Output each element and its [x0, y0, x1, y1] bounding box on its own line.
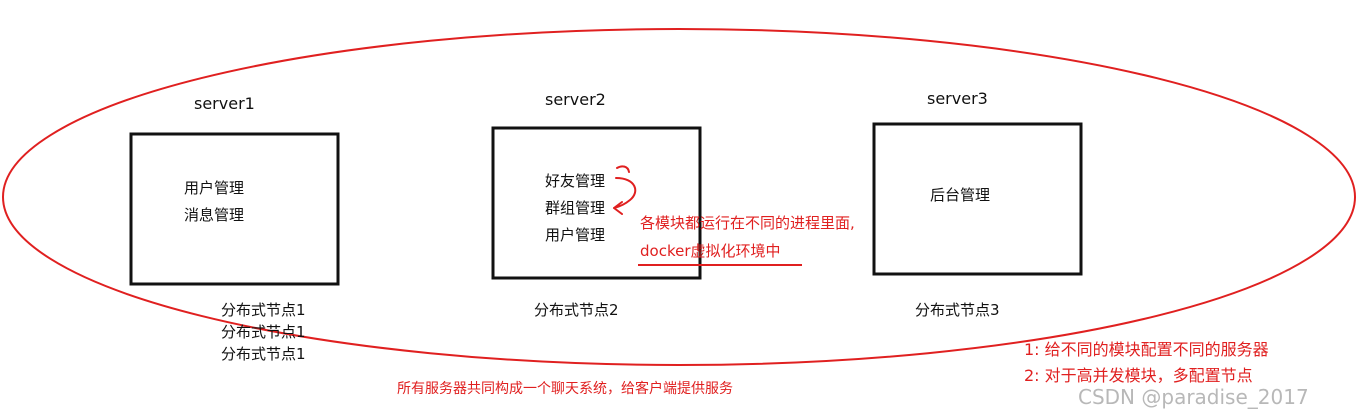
system-boundary-ellipse: [2, 28, 1356, 366]
system-summary: 所有服务器共同构成一个聊天系统，给客户端提供服务: [397, 380, 733, 397]
server1-node-3: 分布式节点1: [221, 345, 306, 363]
server1-box: [129, 132, 340, 286]
process-annotation-line1: 各模块都运行在不同的进程里面,: [640, 214, 855, 232]
server1-node-1: 分布式节点1: [221, 301, 306, 319]
server2-node-1: 分布式节点2: [534, 301, 619, 319]
server2-box: [491, 126, 702, 280]
server1-module-1: 用户管理: [184, 179, 244, 197]
server1-module-2: 消息管理: [184, 206, 244, 224]
server3-label: server3: [927, 89, 988, 108]
server2-module-1: 好友管理: [545, 172, 605, 190]
server2-label: server2: [545, 90, 606, 109]
process-annotation-line2: docker虚拟化环境中: [640, 242, 781, 260]
server3-box: [872, 122, 1083, 276]
server1-node-2: 分布式节点1: [221, 323, 306, 341]
note-1: 1: 给不同的模块配置不同的服务器: [1024, 340, 1269, 359]
server3-module-1: 后台管理: [930, 186, 990, 204]
csdn-watermark: CSDN @paradise_2017: [1078, 385, 1309, 409]
server2-module-2: 群组管理: [545, 199, 605, 217]
server1-label: server1: [194, 94, 255, 113]
server2-module-3: 用户管理: [545, 226, 605, 244]
module-link-arrow: [613, 165, 637, 215]
note-2: 2: 对于高并发模块，多配置节点: [1024, 366, 1253, 385]
server3-node-1: 分布式节点3: [915, 301, 1000, 319]
